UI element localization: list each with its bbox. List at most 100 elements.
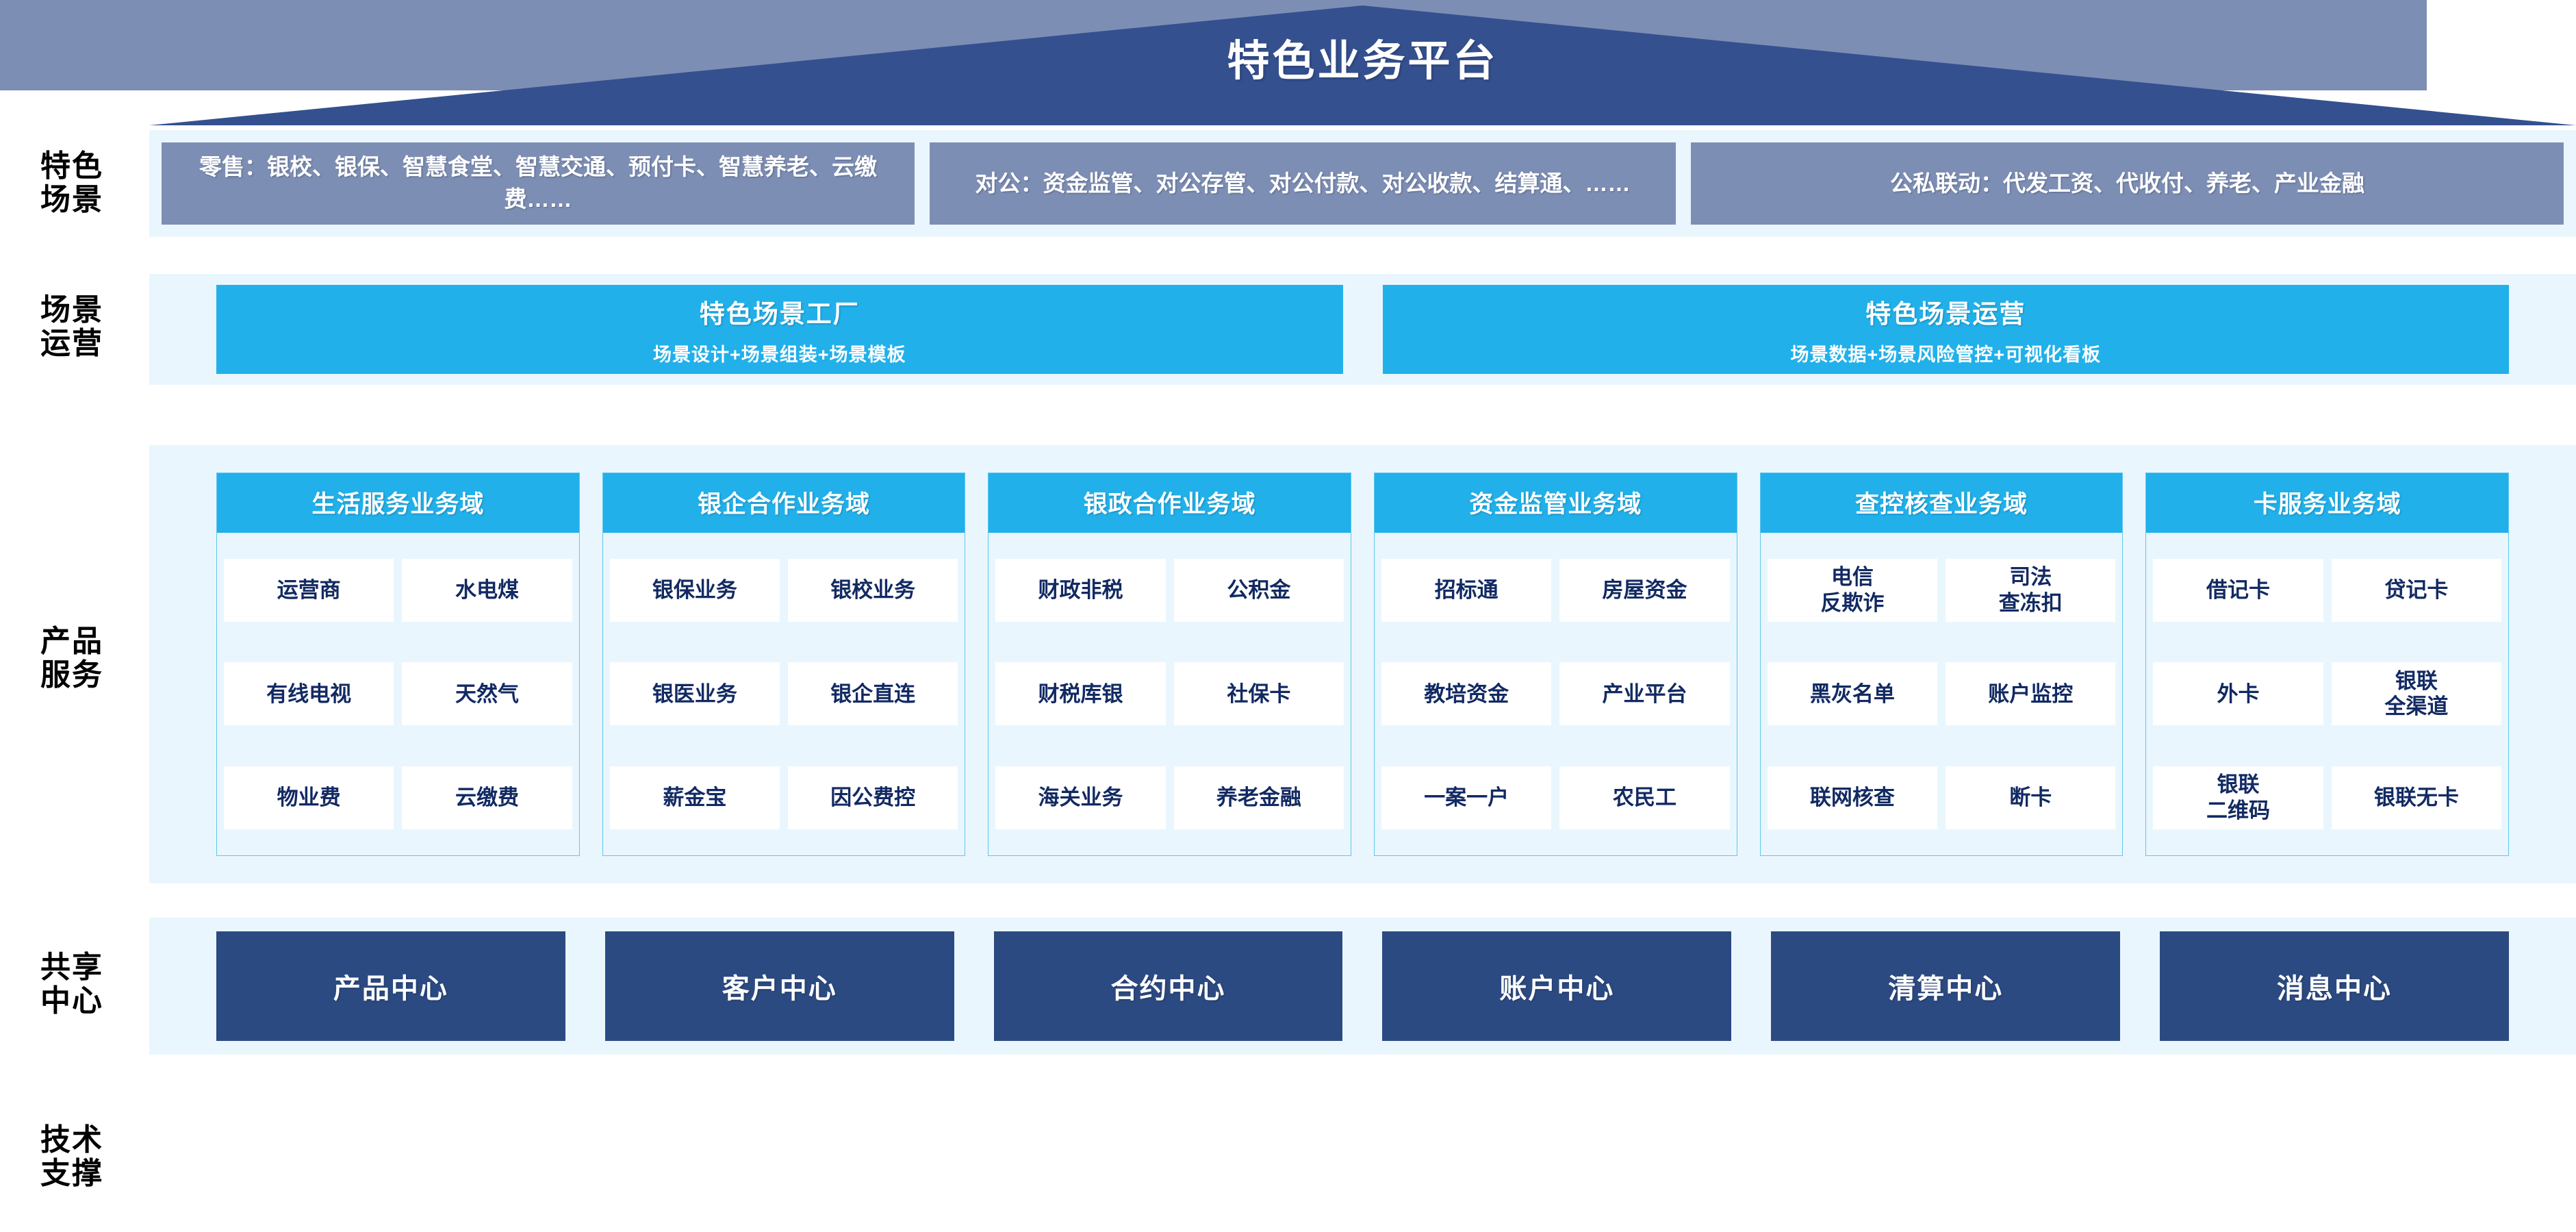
scenes-band: 零售：银校、银保、智慧食堂、智慧交通、预付卡、智慧养老、云缴费…… 对公：资金监… bbox=[149, 130, 2576, 237]
domain-row: 财政非税公积金 bbox=[995, 558, 1344, 622]
domain-row: 海关业务养老金融 bbox=[995, 766, 1344, 830]
domain-row: 电信反欺诈司法查冻扣 bbox=[1767, 558, 2116, 622]
domain-row: 财税库银社保卡 bbox=[995, 662, 1344, 726]
domain-row: 有线电视天然气 bbox=[224, 662, 572, 726]
domain-row: 招标通房屋资金 bbox=[1381, 558, 1730, 622]
domain-item[interactable]: 薪金宝 bbox=[609, 766, 780, 830]
domain-column: 资金监管业务域招标通房屋资金教培资金产业平台一案一户农民工 bbox=[1374, 473, 1737, 856]
row-label-tech-line2: 支撑 bbox=[40, 1157, 103, 1191]
domain-item[interactable]: 产业平台 bbox=[1559, 662, 1730, 726]
row-label-tech-line1: 技术 bbox=[40, 1123, 103, 1157]
domain-item[interactable]: 云缴费 bbox=[402, 766, 572, 830]
domain-row: 外卡银联全渠道 bbox=[2153, 662, 2502, 726]
domain-row: 借记卡贷记卡 bbox=[2153, 558, 2502, 622]
operation-factory-subtitle: 场景设计+场景组装+场景模板 bbox=[652, 344, 906, 365]
row-label-product: 产品 服务 bbox=[0, 625, 144, 692]
page-title: 特色业务平台 bbox=[1227, 38, 1499, 85]
domain-row: 教培资金产业平台 bbox=[1381, 662, 1730, 726]
domain-row: 银医业务银企直连 bbox=[609, 662, 958, 726]
domain-column: 查控核查业务域电信反欺诈司法查冻扣黑灰名单账户监控联网核查断卡 bbox=[1759, 473, 2124, 856]
domain-item[interactable]: 银联全渠道 bbox=[2331, 662, 2502, 726]
domain-item[interactable]: 账户监控 bbox=[1946, 662, 2116, 726]
shared-center-account[interactable]: 账户中心 bbox=[1382, 931, 1732, 1041]
operation-factory-title: 特色场景工厂 bbox=[699, 299, 860, 328]
row-label-product-line1: 产品 bbox=[40, 625, 103, 658]
domain-item[interactable]: 物业费 bbox=[224, 766, 394, 830]
domain-item[interactable]: 水电煤 bbox=[402, 558, 572, 622]
domain-item[interactable]: 财税库银 bbox=[995, 662, 1166, 726]
domain-column: 银政合作业务域财政非税公积金财税库银社保卡海关业务养老金融 bbox=[988, 473, 1352, 856]
domain-item[interactable]: 运营商 bbox=[224, 558, 394, 622]
row-label-operation-line2: 运营 bbox=[40, 327, 103, 361]
domain-item[interactable]: 司法查冻扣 bbox=[1946, 558, 2116, 622]
operation-card-factory[interactable]: 特色场景工厂 场景设计+场景组装+场景模板 bbox=[216, 285, 1343, 374]
domain-item[interactable]: 外卡 bbox=[2153, 662, 2323, 726]
domain-item[interactable]: 银联二维码 bbox=[2153, 766, 2323, 830]
domain-column: 银企合作业务域银保业务银校业务银医业务银企直连薪金宝因公费控 bbox=[602, 473, 966, 856]
domain-item[interactable]: 银保业务 bbox=[609, 558, 780, 622]
domain-item[interactable]: 银校业务 bbox=[788, 558, 958, 622]
domain-item[interactable]: 养老金融 bbox=[1173, 766, 1344, 830]
domain-row: 银联二维码银联无卡 bbox=[2153, 766, 2502, 830]
domain-title: 卡服务业务域 bbox=[2146, 473, 2509, 533]
domain-title: 银政合作业务域 bbox=[989, 473, 1351, 533]
shared-center-contract[interactable]: 合约中心 bbox=[993, 931, 1343, 1041]
scene-card-retail[interactable]: 零售：银校、银保、智慧食堂、智慧交通、预付卡、智慧养老、云缴费…… bbox=[162, 142, 915, 225]
domain-item[interactable]: 联网核查 bbox=[1767, 766, 1938, 830]
scene-card-public-private[interactable]: 公私联动：代发工资、代收付、养老、产业金融 bbox=[1691, 142, 2564, 225]
domain-row: 黑灰名单账户监控 bbox=[1767, 662, 2116, 726]
domain-item[interactable]: 财政非税 bbox=[995, 558, 1166, 622]
domain-row: 运营商水电煤 bbox=[224, 558, 572, 622]
domain-item[interactable]: 房屋资金 bbox=[1559, 558, 1730, 622]
domain-item[interactable]: 招标通 bbox=[1381, 558, 1552, 622]
row-label-operation: 场景 运营 bbox=[0, 293, 144, 361]
row-label-operation-line1: 场景 bbox=[40, 293, 103, 327]
domain-title: 银企合作业务域 bbox=[602, 473, 965, 533]
domain-column: 生活服务业务域运营商水电煤有线电视天然气物业费云缴费 bbox=[216, 473, 580, 856]
row-label-shared-line2: 中心 bbox=[40, 984, 103, 1018]
domain-item[interactable]: 公积金 bbox=[1173, 558, 1344, 622]
domain-body: 招标通房屋资金教培资金产业平台一案一户农民工 bbox=[1375, 533, 1737, 855]
domain-item[interactable]: 银医业务 bbox=[609, 662, 780, 726]
row-label-shared: 共享 中心 bbox=[0, 951, 144, 1018]
domain-body: 电信反欺诈司法查冻扣黑灰名单账户监控联网核查断卡 bbox=[1761, 533, 2123, 855]
shared-center-band: 产品中心 客户中心 合约中心 账户中心 清算中心 消息中心 bbox=[149, 918, 2576, 1055]
shared-center-message[interactable]: 消息中心 bbox=[2160, 931, 2509, 1041]
platform-roof: 特色业务平台 bbox=[149, 5, 2576, 125]
domain-item[interactable]: 天然气 bbox=[402, 662, 572, 726]
operation-operations-subtitle: 场景数据+场景风险管控+可视化看板 bbox=[1790, 344, 2102, 365]
domain-row: 一案一户农民工 bbox=[1381, 766, 1730, 830]
domain-body: 借记卡贷记卡外卡银联全渠道银联二维码银联无卡 bbox=[2146, 533, 2508, 855]
row-label-product-line2: 服务 bbox=[40, 658, 103, 692]
domain-column: 卡服务业务域借记卡贷记卡外卡银联全渠道银联二维码银联无卡 bbox=[2145, 473, 2510, 856]
domain-item[interactable]: 有线电视 bbox=[224, 662, 394, 726]
shared-center-product[interactable]: 产品中心 bbox=[216, 931, 565, 1041]
domain-item[interactable]: 教培资金 bbox=[1381, 662, 1552, 726]
row-label-tech: 技术 支撑 bbox=[0, 1123, 144, 1191]
operation-card-operations[interactable]: 特色场景运营 场景数据+场景风险管控+可视化看板 bbox=[1382, 285, 2509, 374]
domain-item[interactable]: 黑灰名单 bbox=[1767, 662, 1938, 726]
domain-item[interactable]: 海关业务 bbox=[995, 766, 1166, 830]
shared-center-customer[interactable]: 客户中心 bbox=[604, 931, 954, 1041]
domain-item[interactable]: 银企直连 bbox=[788, 662, 958, 726]
domain-title: 生活服务业务域 bbox=[217, 473, 579, 533]
shared-center-settlement[interactable]: 清算中心 bbox=[1771, 931, 2121, 1041]
domain-row: 联网核查断卡 bbox=[1767, 766, 2116, 830]
domain-item[interactable]: 农民工 bbox=[1559, 766, 1730, 830]
domain-row: 物业费云缴费 bbox=[224, 766, 572, 830]
domain-item[interactable]: 借记卡 bbox=[2153, 558, 2323, 622]
domain-item[interactable]: 断卡 bbox=[1946, 766, 2116, 830]
domain-row: 银保业务银校业务 bbox=[609, 558, 958, 622]
domain-title: 资金监管业务域 bbox=[1375, 473, 1737, 533]
row-label-scenes: 特色 场景 bbox=[0, 149, 144, 217]
domain-body: 银保业务银校业务银医业务银企直连薪金宝因公费控 bbox=[603, 533, 965, 855]
domain-item[interactable]: 社保卡 bbox=[1173, 662, 1344, 726]
operation-band: 特色场景工厂 场景设计+场景组装+场景模板 特色场景运营 场景数据+场景风险管控… bbox=[149, 274, 2576, 385]
scene-card-corporate[interactable]: 对公：资金监管、对公存管、对公付款、对公收款、结算通、…… bbox=[930, 142, 1676, 225]
domain-item[interactable]: 一案一户 bbox=[1381, 766, 1552, 830]
domain-item[interactable]: 贷记卡 bbox=[2331, 558, 2502, 622]
domain-item[interactable]: 电信反欺诈 bbox=[1767, 558, 1938, 622]
operation-operations-title: 特色场景运营 bbox=[1865, 299, 2026, 328]
domain-item[interactable]: 因公费控 bbox=[788, 766, 958, 830]
domain-item[interactable]: 银联无卡 bbox=[2331, 766, 2502, 830]
